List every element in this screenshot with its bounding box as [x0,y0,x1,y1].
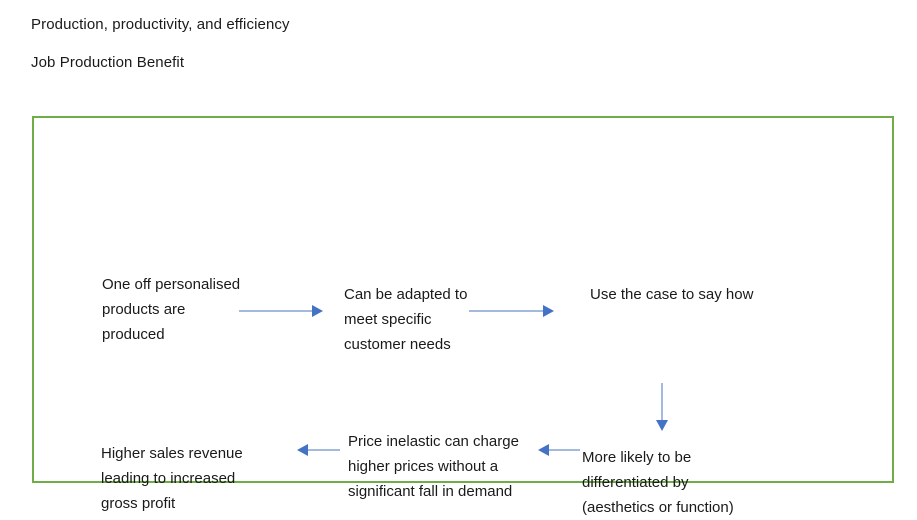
page-title: Production, productivity, and efficiency [31,16,290,33]
flowchart-container: One off personalised products are produc… [32,116,894,516]
arrow-head [656,420,668,431]
arrow-shaft [469,310,543,312]
node-line: higher prices without a [348,458,499,475]
flowchart-node-higher-sales-revenue: Higher sales revenue leading to increase… [101,441,243,516]
flowchart-node-more-differentiated: More likely to be differentiated by (aes… [582,445,734,520]
flowchart-node-adapted-to-needs: Can be adapted to meet specific customer… [344,282,467,357]
node-line: (aesthetics or function) [582,499,734,516]
node-line: leading to increased [101,470,236,487]
arrow-right-icon [239,305,323,317]
node-line: Use the case to say how [590,286,754,303]
node-line: meet specific [344,311,432,328]
arrow-left-icon [538,444,580,456]
node-line: differentiated by [582,474,689,491]
arrow-head [312,305,323,317]
flowchart-node-use-the-case: Use the case to say how [590,282,753,307]
arrow-shaft [239,310,312,312]
node-line: One off personalised [102,276,241,293]
document-page: Production, productivity, and efficiency… [31,16,894,516]
arrow-right-icon [469,305,554,317]
node-line: Can be adapted to [344,286,468,303]
node-line: products are [102,301,186,318]
arrow-shaft [549,449,580,451]
flowchart-node-one-off-products: One off personalised products are produc… [102,272,240,347]
arrow-left-icon [297,444,340,456]
flowchart-node-price-inelastic: Price inelastic can charge higher prices… [348,429,519,504]
section-subtitle: Job Production Benefit [31,54,185,71]
node-line: customer needs [344,336,451,353]
node-line: Price inelastic can charge [348,433,519,450]
node-line: More likely to be [582,449,692,466]
node-line: gross profit [101,495,176,512]
arrow-down-icon [656,383,668,431]
node-line: significant fall in demand [348,483,513,500]
arrow-shaft [661,383,663,420]
arrow-head [538,444,549,456]
arrow-shaft [308,449,340,451]
arrow-head [543,305,554,317]
arrow-head [297,444,308,456]
node-line: Higher sales revenue [101,445,243,462]
node-line: produced [102,326,165,343]
